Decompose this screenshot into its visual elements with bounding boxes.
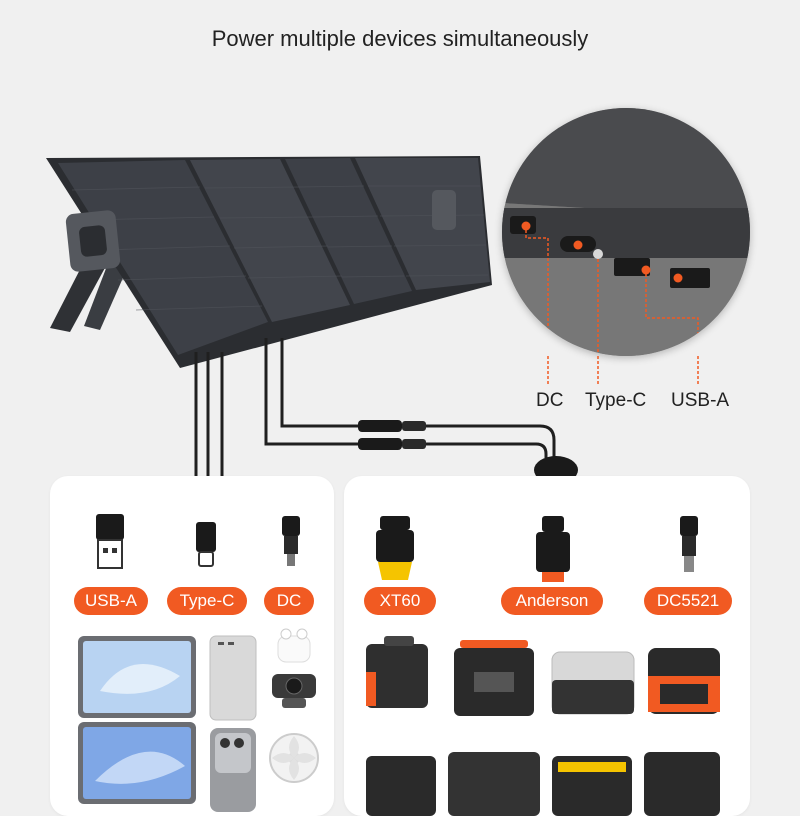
direct-connectors — [78, 514, 319, 812]
kickstand — [50, 250, 130, 332]
station-connectors — [366, 516, 720, 816]
projector-image — [272, 674, 316, 708]
earbuds-image — [277, 628, 311, 663]
solar-panel — [46, 156, 492, 368]
fan-image — [269, 733, 319, 783]
power-station-image-6 — [448, 752, 540, 816]
power-station-output-card: XT60 Anderson DC5521 — [344, 476, 750, 816]
power-bank-image — [209, 635, 257, 721]
tablet-image-2 — [78, 722, 196, 804]
power-station-image-7 — [552, 756, 632, 816]
power-station-image-2 — [454, 640, 534, 716]
connector-pill-xt60: XT60 — [364, 587, 436, 615]
connector-pill-type-c: Type-C — [167, 587, 247, 615]
direct-output-card: USB-A Type-C DC — [50, 476, 334, 816]
dc5521-plug-icon — [680, 516, 698, 572]
power-station-image-8 — [644, 752, 720, 816]
connector-pill-dc5521: DC5521 — [644, 587, 732, 615]
port-label-dc: DC — [536, 390, 564, 411]
connector-pill-dc: DC — [264, 587, 314, 615]
connector-pill-usb-a: USB-A — [74, 587, 148, 615]
power-station-image-5 — [366, 756, 436, 816]
anderson-plug-icon — [536, 516, 570, 582]
port-label-type-c: Type-C — [585, 390, 647, 411]
connector-pill-anderson: Anderson — [501, 587, 603, 615]
power-station-image-4 — [648, 648, 720, 714]
dc-plug-icon — [282, 516, 300, 566]
port-detail-zoom — [502, 108, 750, 356]
power-station-image-1 — [366, 636, 428, 708]
usb-a-plug-icon — [96, 514, 124, 569]
power-station-image-3 — [551, 651, 635, 715]
phone-image — [210, 728, 256, 812]
xt60-plug-icon — [376, 516, 414, 580]
subtitle: Power multiple devices simultaneously — [211, 26, 589, 51]
port-label-usb-a: USB-A — [671, 390, 730, 411]
type-c-plug-icon — [196, 522, 216, 567]
tablet-image-1 — [78, 636, 196, 718]
